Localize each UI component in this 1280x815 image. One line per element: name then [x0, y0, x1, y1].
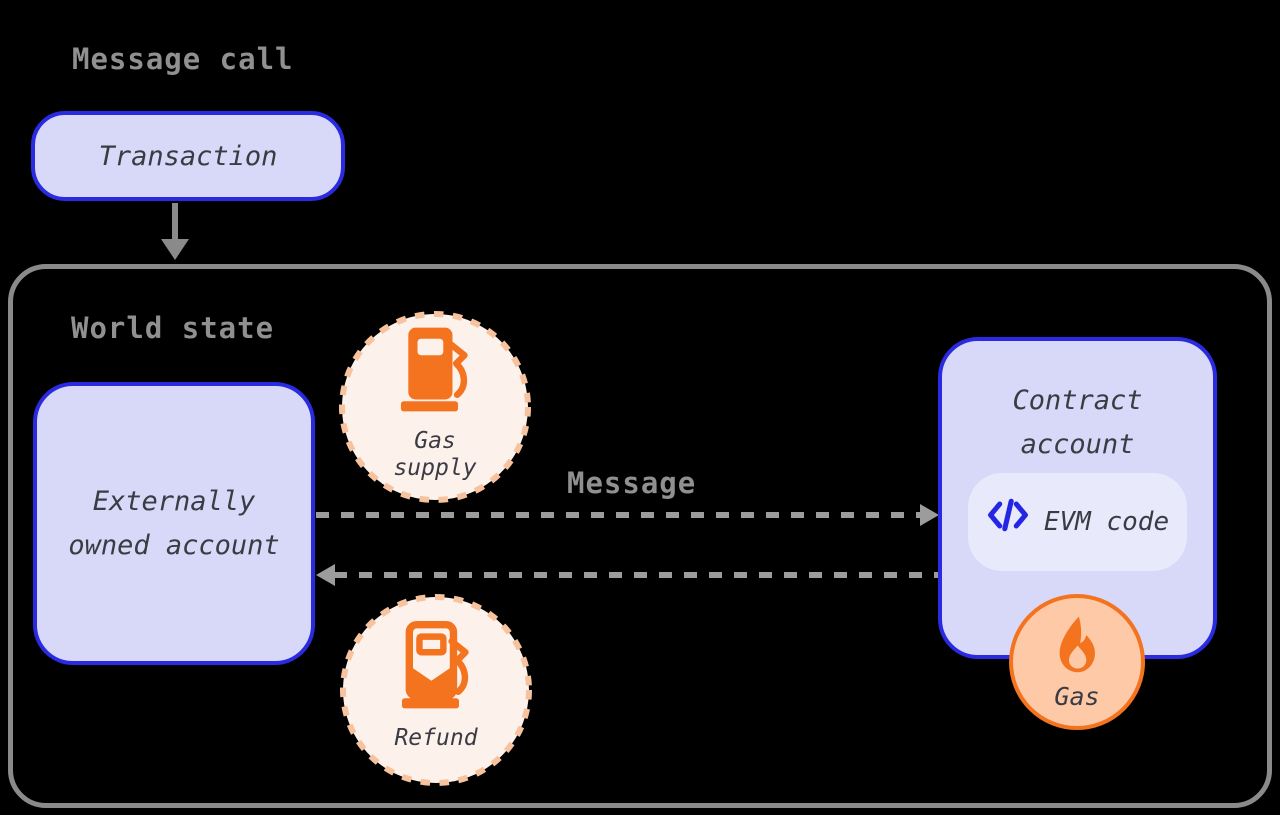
- return-dashed-line: [334, 572, 938, 578]
- eoa-label-line1: Externally: [92, 485, 256, 517]
- down-arrow-line: [172, 203, 178, 241]
- fuel-pump-icon: [392, 324, 478, 420]
- evm-code-pill: EVM code: [968, 473, 1187, 571]
- contract-label-line2: account: [1020, 429, 1135, 460]
- gas-supply-label-line2: supply: [393, 455, 477, 481]
- world-state-container: World state: [8, 264, 1272, 808]
- down-arrow-icon: [161, 239, 189, 260]
- diagram-title: Message call: [72, 42, 294, 76]
- gas-label: Gas: [1054, 681, 1100, 711]
- arrow-right-icon: [920, 504, 939, 526]
- flame-icon: [1046, 614, 1108, 680]
- code-icon: [986, 497, 1030, 547]
- transaction-label: Transaction: [98, 140, 278, 172]
- refund-node: Refund: [338, 592, 534, 788]
- gas-supply-label-line1: Gas: [414, 428, 456, 454]
- message-dashed-line: [316, 512, 922, 518]
- gas-node: Gas: [1009, 594, 1145, 730]
- evm-code-label: EVM code: [1043, 507, 1170, 537]
- message-arrow-label: Message: [567, 466, 697, 500]
- refund-label: Refund: [394, 724, 478, 751]
- eoa-label-line2: owned account: [68, 529, 280, 561]
- eoa-node: Externally owned account: [33, 382, 315, 665]
- fuel-pump-refund-icon: [393, 620, 479, 717]
- world-state-label: World state: [71, 311, 275, 345]
- transaction-node: Transaction: [31, 111, 345, 201]
- arrow-left-icon: [316, 564, 335, 586]
- contract-label-line1: Contract: [1012, 385, 1143, 416]
- gas-supply-node: Gas supply: [337, 309, 533, 505]
